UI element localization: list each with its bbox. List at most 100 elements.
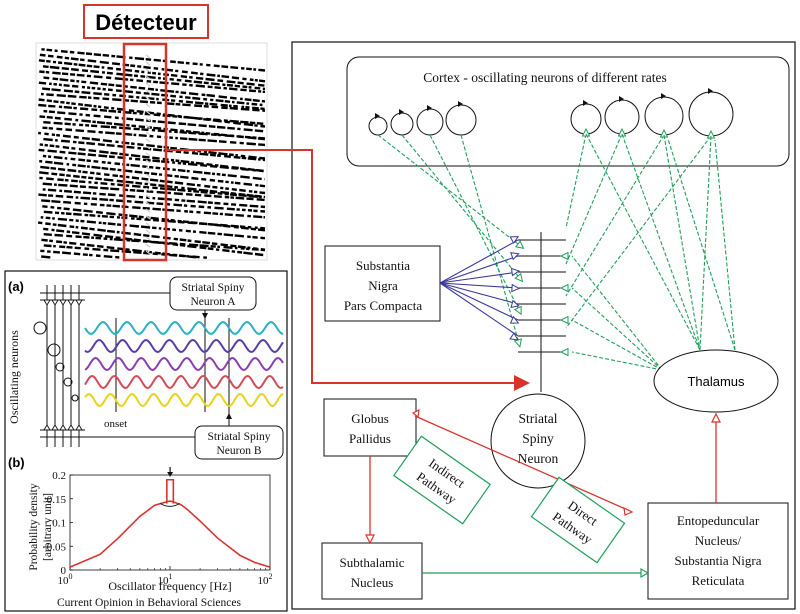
spike-dash xyxy=(88,149,97,153)
spike-dash xyxy=(103,173,110,177)
y-tick-label: 0 xyxy=(61,565,67,577)
spike-dash xyxy=(63,61,73,66)
spike-dash xyxy=(107,222,116,226)
onset-label: onset xyxy=(104,418,127,430)
spike-dash xyxy=(96,172,101,176)
spike-dash xyxy=(79,107,89,111)
spike-dash xyxy=(47,54,54,58)
spike-dash xyxy=(47,149,57,153)
raster-plot xyxy=(35,42,268,262)
spike-dash xyxy=(87,153,97,157)
spike-dash xyxy=(41,199,51,203)
spike-dash xyxy=(130,85,137,89)
detector-spike xyxy=(145,110,151,115)
spike-dash xyxy=(213,195,222,198)
panel-b-label: (b) xyxy=(8,455,25,470)
spike-dash xyxy=(218,152,228,156)
spike-dash xyxy=(204,184,211,188)
spike-dash xyxy=(67,168,77,173)
detector-spike xyxy=(145,54,151,59)
spike-dash xyxy=(191,176,199,180)
spike-dash xyxy=(227,126,235,130)
spike-dash xyxy=(230,66,239,70)
spike-dash xyxy=(228,153,234,157)
spike-dash xyxy=(197,200,207,204)
spike-dash xyxy=(39,53,46,57)
spike-dash xyxy=(41,238,48,242)
spike-dash xyxy=(145,144,155,148)
spike-dash xyxy=(143,65,151,70)
striatal-label-1: Striatal xyxy=(519,411,558,426)
oscillation-wave xyxy=(84,320,284,336)
spike-dash xyxy=(235,196,245,200)
spike-dash xyxy=(48,104,56,108)
spike-dash xyxy=(250,227,257,231)
spike-dash xyxy=(59,78,69,82)
direct-pathway-line xyxy=(414,415,631,512)
spike-dash xyxy=(89,227,95,231)
spike-dash xyxy=(103,115,112,119)
spike-dash xyxy=(229,193,238,197)
spike-dash xyxy=(186,182,196,187)
dopamine-terminal xyxy=(510,267,521,277)
density-curve xyxy=(69,500,271,568)
spike-dash xyxy=(143,234,150,238)
axon-terminals xyxy=(43,299,83,431)
neuron-b-box xyxy=(194,425,284,460)
spike-dash xyxy=(234,234,245,238)
stn-to-ep-terminal xyxy=(640,567,650,579)
spike-dash xyxy=(38,98,45,102)
spike-dash xyxy=(101,166,109,170)
spike-dash xyxy=(66,195,74,199)
snc-to-striatum-line xyxy=(439,282,519,321)
spike-dash xyxy=(61,251,72,255)
spike-dash xyxy=(59,173,65,177)
spike-dash xyxy=(124,73,133,77)
spike-dash xyxy=(145,58,152,61)
spike-dash xyxy=(51,88,61,92)
spike-dash xyxy=(166,68,174,72)
spike-dash xyxy=(247,157,257,161)
spike-dash xyxy=(152,159,161,163)
neuron-b-label-1: Striatal Spiny xyxy=(208,431,271,443)
spike-dash xyxy=(47,188,57,192)
spike-dash xyxy=(71,84,79,88)
spike-dash xyxy=(132,248,142,253)
spike-dash xyxy=(136,110,144,114)
blue-projections xyxy=(439,236,521,341)
spike-dash xyxy=(231,166,238,170)
spike-dash xyxy=(216,125,226,129)
snc-to-striatum-line xyxy=(439,239,519,284)
chart-ylabel-2: [arbitrary unit] xyxy=(42,493,54,561)
neuron-a-label-1: Striatal Spiny xyxy=(182,282,245,294)
spike-dash xyxy=(78,141,85,145)
detector-spike xyxy=(145,187,151,192)
spike-dash xyxy=(38,103,47,107)
detector-spike xyxy=(145,250,151,255)
spike-dash xyxy=(95,177,102,181)
spike-dash xyxy=(243,182,253,186)
spike-dash xyxy=(227,174,237,178)
cortex-neurons xyxy=(368,91,734,137)
spike-dash xyxy=(134,170,143,174)
spike-dash xyxy=(213,64,220,68)
panel-a-label: (a) xyxy=(8,279,24,294)
spike-dash xyxy=(56,94,66,98)
spike-dash xyxy=(192,170,203,174)
spike-dash xyxy=(207,247,214,251)
spike-dash xyxy=(131,176,140,180)
spike-dash xyxy=(175,159,180,163)
spike-dash xyxy=(242,85,248,89)
spike-dash xyxy=(151,235,160,239)
detector-spike xyxy=(145,124,151,129)
spike-dash xyxy=(229,106,238,110)
spike-dash xyxy=(240,107,250,111)
spike-dash xyxy=(209,102,218,106)
y-tick-label: 0.15 xyxy=(47,494,67,506)
spike-dash xyxy=(111,62,121,66)
spike-dash xyxy=(142,206,150,210)
spike-dash xyxy=(73,174,80,178)
detector-spike xyxy=(145,131,151,136)
spike-dash xyxy=(241,167,250,171)
